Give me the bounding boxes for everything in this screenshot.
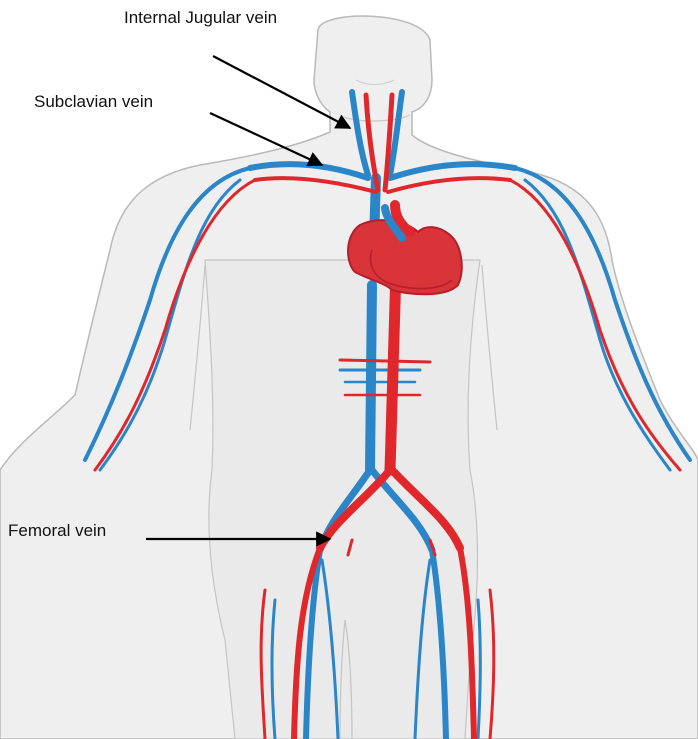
aorta <box>390 270 396 470</box>
torso-legs <box>205 260 480 739</box>
label-femoral-vein: Femoral vein <box>8 521 106 541</box>
label-internal-jugular-vein: Internal Jugular vein <box>124 8 277 28</box>
body-silhouette <box>0 16 698 739</box>
inferior-vena-cava <box>370 285 372 470</box>
label-subclavian-vein: Subclavian vein <box>34 92 153 112</box>
